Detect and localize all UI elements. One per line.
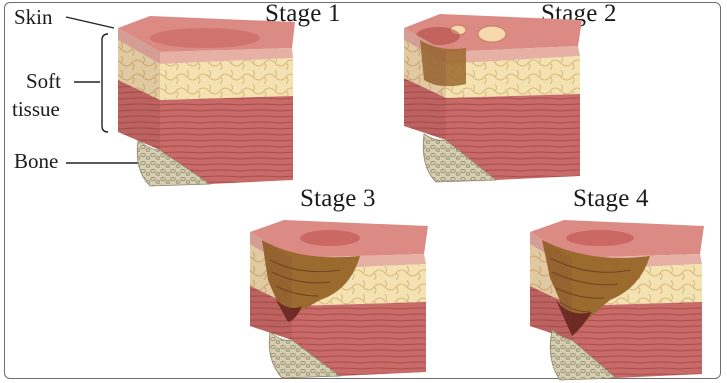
stage-4-block <box>530 220 704 380</box>
stage-3-block <box>250 220 428 378</box>
stage-2-block <box>404 14 582 182</box>
stage-1-block <box>118 16 295 186</box>
soft-tissue-bracket <box>102 34 108 132</box>
skin-leader <box>66 17 114 28</box>
